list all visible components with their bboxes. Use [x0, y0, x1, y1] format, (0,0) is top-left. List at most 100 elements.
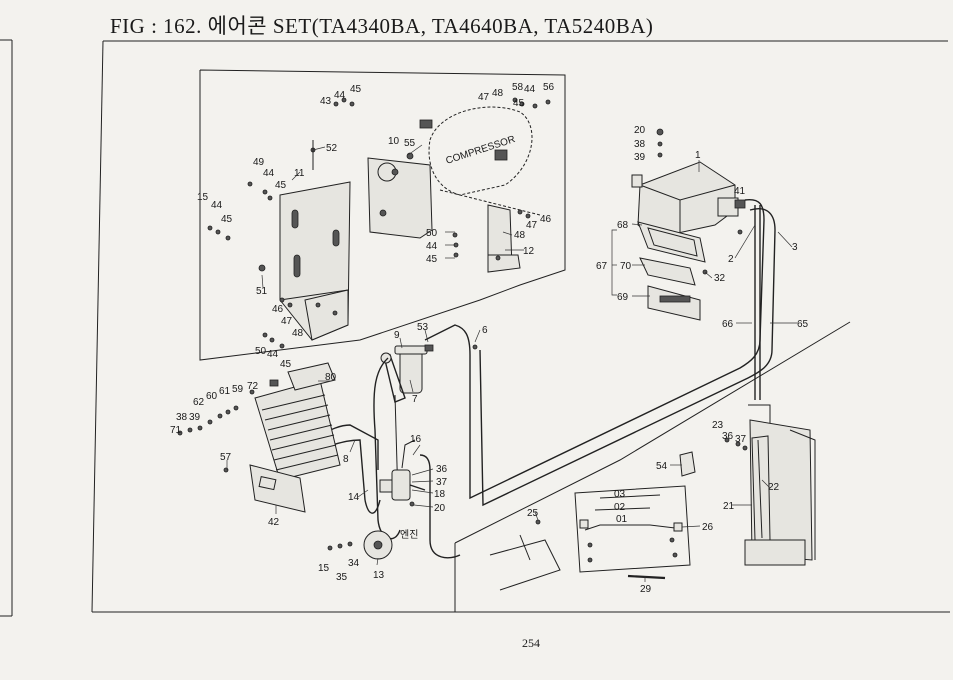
- label-part-45e: 45: [513, 98, 525, 109]
- label-part-67: 67: [596, 261, 608, 272]
- label-part-50a: 50: [426, 228, 438, 239]
- compressor: COMPRESSOR: [419, 106, 541, 216]
- component-54: [679, 451, 696, 477]
- label-part-35: 35: [336, 572, 348, 583]
- label-part-36a: 36: [722, 431, 734, 442]
- label-part-51: 51: [256, 286, 268, 297]
- label-part-14: 14: [348, 492, 360, 503]
- label-part-23: 23: [712, 420, 724, 431]
- label-part-44e: 44: [524, 84, 536, 95]
- label-part-25: 25: [527, 508, 539, 519]
- label-part-53: 53: [417, 322, 429, 333]
- label-part-54: 54: [656, 461, 668, 472]
- label-part-45d: 45: [426, 254, 438, 265]
- bracket-plate: [279, 181, 351, 341]
- label-part-72: 72: [247, 381, 259, 392]
- label-part-45a: 45: [350, 84, 362, 95]
- label-part-13: 13: [373, 570, 385, 581]
- label-part-59: 59: [232, 384, 244, 395]
- label-part-62: 62: [193, 397, 205, 408]
- label-part-32: 32: [714, 273, 726, 284]
- label-part-49: 49: [253, 157, 265, 168]
- label-part-15a: 15: [197, 192, 209, 203]
- label-part-47a: 47: [478, 92, 490, 103]
- label-part-6: 6: [482, 325, 488, 336]
- label-part-42: 42: [268, 517, 280, 528]
- grille-panel: [249, 464, 306, 513]
- label-part-02: 02: [614, 502, 626, 513]
- label-part-70: 70: [620, 261, 632, 272]
- label-part-52: 52: [326, 143, 338, 154]
- inset-wiring: [454, 321, 851, 612]
- label-part-66: 66: [722, 319, 734, 330]
- label-part-68: 68: [617, 220, 629, 231]
- label-part-41: 41: [734, 186, 746, 197]
- label-part-39a: 39: [634, 152, 646, 163]
- label-part-46b: 46: [272, 304, 284, 315]
- wiring-diagram: [574, 485, 691, 580]
- label-part-15b: 15: [318, 563, 330, 574]
- filter-plates: [637, 221, 706, 321]
- label-part-71: 71: [170, 425, 182, 436]
- label-part-9: 9: [394, 330, 400, 341]
- label-part-45b: 45: [275, 180, 287, 191]
- inset-compressor-bracket: [199, 69, 566, 361]
- label-part-3: 3: [792, 242, 798, 253]
- label-part-34: 34: [348, 558, 360, 569]
- label-part-44d: 44: [426, 241, 438, 252]
- label-part-7: 7: [412, 394, 418, 405]
- compressor-bracket: [367, 157, 433, 239]
- label-part-38a: 38: [634, 139, 646, 150]
- label-part-48a: 48: [492, 88, 504, 99]
- receiver-drier: [380, 344, 434, 403]
- leader-lines: [226, 144, 797, 582]
- label-part-10: 10: [388, 136, 400, 147]
- condenser: [254, 362, 341, 481]
- label-part-57: 57: [220, 452, 232, 463]
- expansion-valve: [379, 439, 461, 559]
- label-part-03: 03: [614, 489, 626, 500]
- label-part-50b: 50: [255, 346, 267, 357]
- label-part-18: 18: [434, 489, 446, 500]
- label-part-2: 2: [728, 254, 734, 265]
- pulley: [363, 357, 401, 560]
- label-part-29: 29: [640, 584, 652, 595]
- label-part-65: 65: [797, 319, 809, 330]
- page-title: FIG : 162. 에어콘 SET(TA4340BA, TA4640BA, T…: [110, 14, 654, 38]
- ac-hoses: [424, 198, 776, 540]
- label-part-16: 16: [410, 434, 422, 445]
- label-part-46a: 46: [540, 214, 552, 225]
- label-part-44a: 44: [334, 90, 346, 101]
- lower-bracket: [487, 204, 521, 273]
- label-part-43: 43: [320, 96, 332, 107]
- label-part-1: 1: [695, 150, 701, 161]
- label-part-45c: 45: [221, 214, 233, 225]
- label-part-45f: 45: [280, 359, 292, 370]
- label-part-20b: 20: [434, 503, 446, 514]
- label-part-12: 12: [523, 246, 535, 257]
- label-part-11: 11: [294, 168, 305, 179]
- label-part-44f: 44: [267, 349, 279, 360]
- label-part-39b: 39: [189, 412, 201, 423]
- label-part-38b: 38: [176, 412, 188, 423]
- label-part-21: 21: [723, 501, 735, 512]
- label-part-44c: 44: [211, 200, 223, 211]
- label-part-26: 26: [702, 522, 714, 533]
- label-part-22: 22: [768, 482, 780, 493]
- label-part-36b: 36: [436, 464, 448, 475]
- part-labels: 1 2 3 6 7 8 9 10 11 12 13 14 15 15 16 18…: [170, 82, 809, 595]
- label-part-55: 55: [404, 138, 416, 149]
- label-part-47c: 47: [281, 316, 293, 327]
- label-part-56: 56: [543, 82, 555, 93]
- label-part-58: 58: [512, 82, 524, 93]
- label-part-47b: 47: [526, 220, 538, 231]
- label-part-60: 60: [206, 391, 218, 402]
- label-part-80: 80: [325, 372, 337, 383]
- label-part-37a: 37: [735, 434, 747, 445]
- label-part-8: 8: [343, 454, 349, 465]
- engine-mount: [489, 534, 561, 591]
- evaporator-unit: [631, 161, 746, 239]
- label-part-48c: 48: [292, 328, 304, 339]
